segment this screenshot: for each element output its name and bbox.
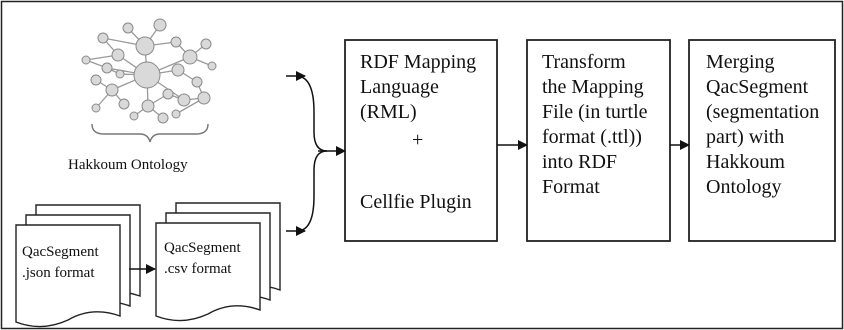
merge-step-box (688, 39, 836, 242)
network-node (122, 22, 134, 34)
csv-document-label: QacSegment .csv format (164, 240, 241, 277)
rml-step-box (344, 39, 498, 242)
network-node (90, 74, 102, 86)
network-node (133, 61, 161, 89)
network-node (91, 103, 101, 113)
network-node (207, 61, 217, 71)
network-node (182, 49, 198, 65)
network-node (135, 36, 155, 56)
ontology-network-graphic (81, 18, 217, 124)
merge-step-text: Merging QacSegment (segmentation part) w… (706, 51, 820, 198)
ontology-brace (91, 123, 209, 143)
network-node (170, 36, 182, 48)
json-document-stack (15, 204, 141, 328)
rml-step-title: RDF Mapping Language (RML) (360, 51, 477, 123)
csv-document-stack (155, 202, 281, 322)
network-node (118, 98, 130, 110)
network-node (197, 91, 211, 105)
network-node (200, 38, 212, 50)
network-node (191, 76, 203, 88)
network-node (162, 88, 174, 100)
transform-step-text: Transform the Mapping File (in turtle fo… (542, 51, 648, 198)
network-node (105, 83, 119, 97)
network-node (129, 111, 139, 121)
network-node (157, 112, 169, 124)
network-node (115, 69, 125, 79)
network-node (141, 99, 155, 113)
transform-step-box (526, 39, 671, 242)
network-node (101, 62, 113, 74)
network-node (171, 109, 181, 119)
network-node (97, 32, 109, 44)
network-node (177, 93, 191, 107)
rml-plugin-label: Cellfie Plugin (360, 191, 472, 213)
ontology-label: Hakkoum Ontology (68, 157, 188, 173)
network-node (111, 48, 125, 62)
network-node (81, 55, 91, 65)
network-node (171, 63, 185, 77)
network-node (153, 18, 167, 32)
json-document-label: QacSegment .json format (22, 244, 99, 281)
rml-plus-sign: + (412, 129, 424, 151)
merge-bracket (296, 75, 328, 232)
